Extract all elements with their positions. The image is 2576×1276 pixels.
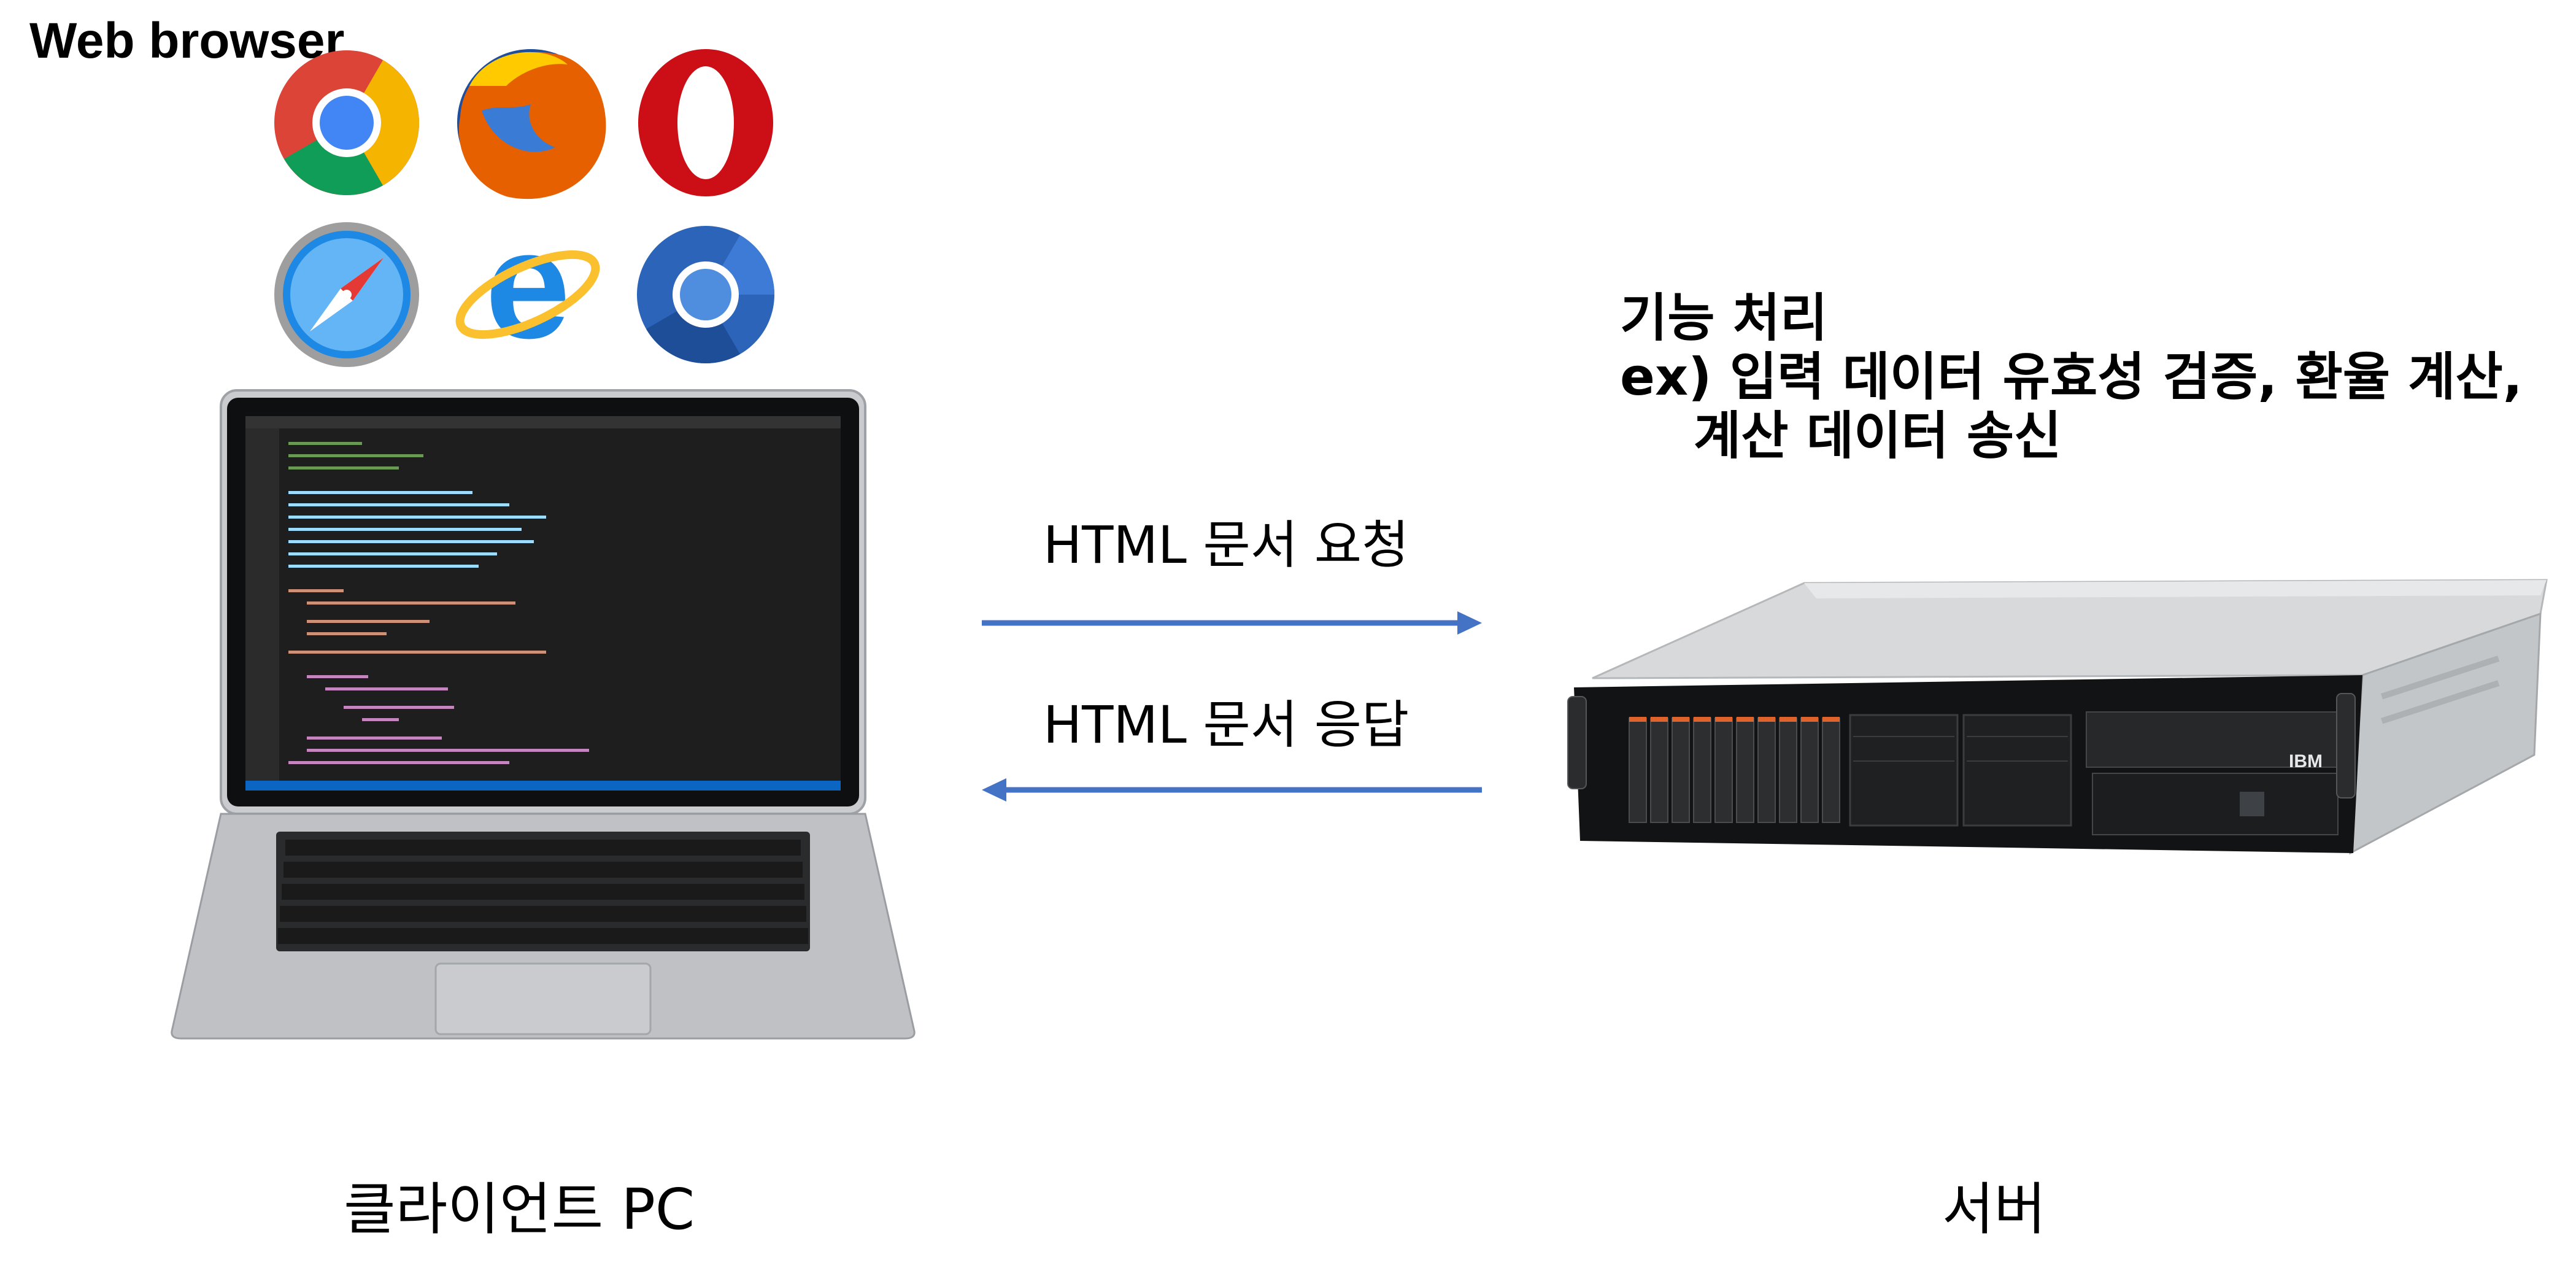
processing-example: ex) 입력 데이터 유효성 검증, 환율 계산,	[1620, 347, 2523, 407]
firefox-icon	[457, 49, 606, 199]
laptop-illustration	[171, 389, 916, 1040]
client-pc-caption: 클라이언트 PC	[344, 1177, 695, 1242]
chrome-icon	[274, 50, 419, 195]
processing-heading: 기능 처리	[1620, 288, 1828, 348]
server-processing-description: 기능 처리 ex) 입력 데이터 유효성 검증, 환율 계산, 계산 데이터 송…	[1620, 288, 2523, 465]
safari-icon	[274, 222, 419, 367]
internet-explorer-icon: e	[455, 199, 600, 370]
request-arrow	[982, 611, 1482, 635]
browser-icons-grid: e	[274, 49, 774, 370]
svg-text:e: e	[485, 199, 570, 370]
response-arrow	[982, 778, 1482, 802]
laptop-trackpad	[434, 962, 652, 1035]
chromium-icon	[637, 226, 774, 364]
web-browser-title: Web browser	[29, 13, 345, 69]
request-arrow-label: HTML 문서 요청	[1043, 515, 1409, 575]
rack-server-illustration: IBM	[1567, 579, 2548, 855]
server-brand-label: IBM	[2289, 751, 2323, 771]
response-arrow-label: HTML 문서 응답	[1043, 695, 1409, 755]
server-caption: 서버	[1942, 1177, 2046, 1242]
opera-icon	[638, 49, 773, 196]
processing-example-continued: 계산 데이터 송신	[1694, 406, 2062, 466]
